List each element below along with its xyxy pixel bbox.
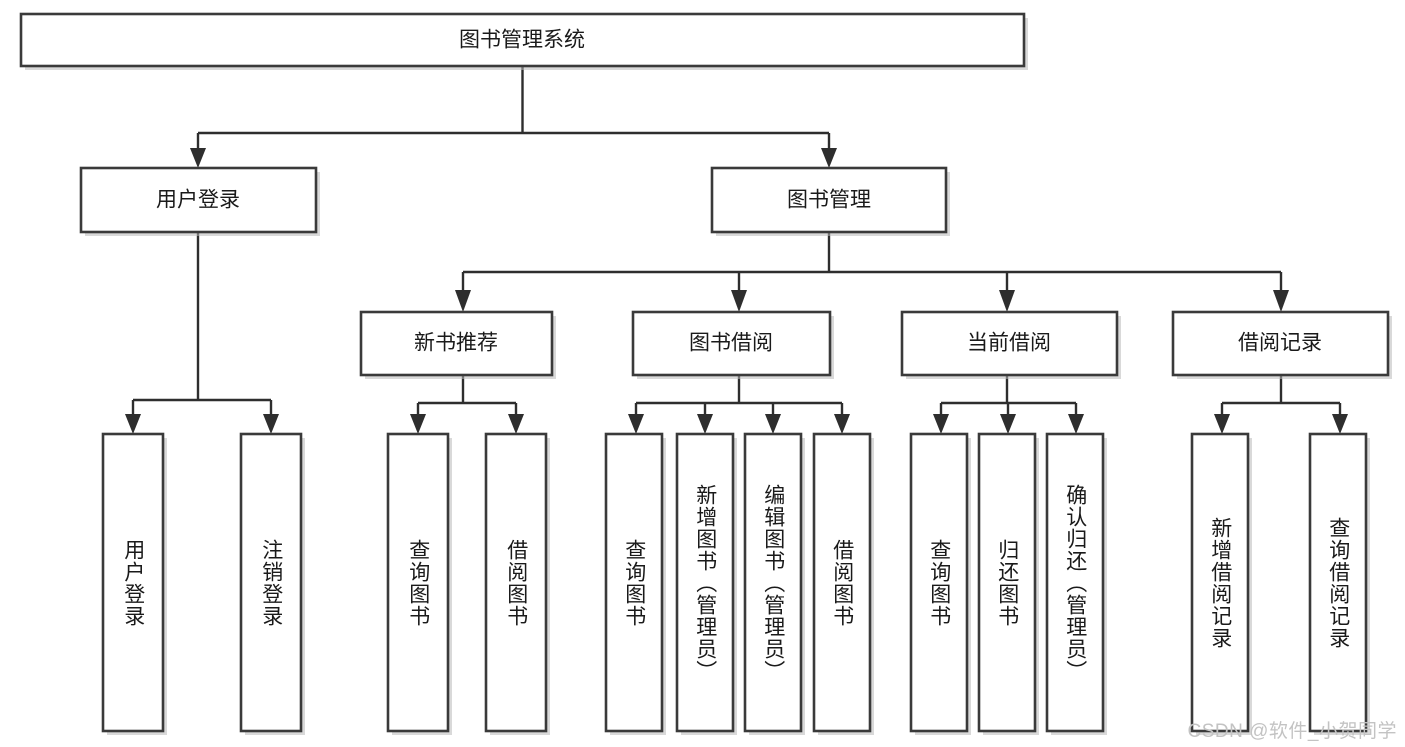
node-borrow-record-label: 借阅记录 bbox=[1238, 332, 1322, 355]
node-leaf-borrow-record-2-box[interactable] bbox=[1308, 432, 1368, 733]
arrow-to-new-book bbox=[455, 290, 471, 312]
node-borrow-record-box[interactable] bbox=[1171, 310, 1390, 377]
node-current-borrow-box[interactable] bbox=[900, 310, 1119, 377]
arrow-borrow-record-leaf-1 bbox=[1214, 414, 1230, 434]
node-leaf-new-book-1[interactable] bbox=[386, 432, 452, 735]
arrow-user-login-leaf-1 bbox=[125, 414, 141, 434]
arrow-current-borrow-leaf-3 bbox=[1068, 414, 1084, 434]
arrow-borrow-record-leaf-2 bbox=[1332, 414, 1348, 434]
node-leaf-book-borrow-3[interactable] bbox=[743, 432, 805, 735]
arrow-to-current-borrow bbox=[999, 290, 1015, 312]
node-root-box[interactable] bbox=[19, 12, 1026, 68]
node-leaf-user-login-2[interactable] bbox=[239, 432, 305, 735]
arrow-book-borrow-leaf-1 bbox=[628, 414, 644, 434]
node-book-manage[interactable]: 图书管理 bbox=[710, 166, 950, 236]
node-leaf-borrow-record-1-box[interactable] bbox=[1190, 432, 1250, 733]
node-current-borrow[interactable]: 当前借阅 bbox=[900, 310, 1121, 379]
arrow-root-to-user-login bbox=[190, 148, 206, 168]
arrow-current-borrow-leaf-2 bbox=[1000, 414, 1016, 434]
node-new-book-recommend-label: 新书推荐 bbox=[414, 332, 498, 355]
arrow-new-book-leaf-1 bbox=[410, 414, 426, 434]
arrow-book-borrow-leaf-2 bbox=[697, 414, 713, 434]
node-leaf-book-borrow-3-box[interactable] bbox=[743, 432, 803, 733]
node-book-borrow[interactable]: 图书借阅 bbox=[631, 310, 834, 379]
node-book-borrow-box[interactable] bbox=[631, 310, 832, 377]
node-leaf-book-borrow-1[interactable] bbox=[604, 432, 666, 735]
arrow-to-book-borrow bbox=[731, 290, 747, 312]
arrow-new-book-leaf-2 bbox=[508, 414, 524, 434]
node-leaf-current-borrow-2-box[interactable] bbox=[977, 432, 1037, 733]
node-borrow-record[interactable]: 借阅记录 bbox=[1171, 310, 1392, 379]
node-book-manage-box[interactable] bbox=[710, 166, 948, 234]
arrow-user-login-leaf-2 bbox=[263, 414, 279, 434]
node-new-book-recommend-box[interactable] bbox=[359, 310, 554, 377]
node-leaf-current-borrow-3[interactable] bbox=[1045, 432, 1107, 735]
node-leaf-borrow-record-2[interactable] bbox=[1308, 432, 1370, 735]
node-leaf-user-login-1-box[interactable] bbox=[101, 432, 165, 733]
node-leaf-current-borrow-1[interactable] bbox=[909, 432, 971, 735]
node-leaf-borrow-record-1[interactable] bbox=[1190, 432, 1252, 735]
connector-layer bbox=[125, 66, 1348, 434]
arrow-current-borrow-leaf-1 bbox=[933, 414, 949, 434]
node-current-borrow-label: 当前借阅 bbox=[967, 332, 1051, 355]
node-user-login[interactable]: 用户登录 bbox=[79, 166, 320, 236]
node-leaf-user-login-1[interactable] bbox=[101, 432, 167, 735]
node-leaf-book-borrow-4[interactable] bbox=[812, 432, 874, 735]
node-leaf-book-borrow-2-box[interactable] bbox=[675, 432, 735, 733]
node-leaf-current-borrow-2[interactable] bbox=[977, 432, 1039, 735]
node-leaf-book-borrow-4-box[interactable] bbox=[812, 432, 872, 733]
node-leaf-new-book-2-box[interactable] bbox=[484, 432, 548, 733]
node-leaf-new-book-2[interactable] bbox=[484, 432, 550, 735]
node-leaf-current-borrow-3-box[interactable] bbox=[1045, 432, 1105, 733]
node-user-login-label: 用户登录 bbox=[156, 189, 240, 212]
csdn-watermark: CSDN @软件_小贺同学 bbox=[1187, 721, 1397, 742]
arrow-book-borrow-leaf-4 bbox=[834, 414, 850, 434]
arrow-book-borrow-leaf-3 bbox=[765, 414, 781, 434]
node-root-label: 图书管理系统 bbox=[459, 29, 585, 52]
node-book-manage-label: 图书管理 bbox=[787, 189, 871, 212]
node-leaf-user-login-2-box[interactable] bbox=[239, 432, 303, 733]
node-book-borrow-label: 图书借阅 bbox=[689, 332, 773, 355]
node-new-book-recommend[interactable]: 新书推荐 bbox=[359, 310, 556, 379]
node-leaf-book-borrow-1-box[interactable] bbox=[604, 432, 664, 733]
node-user-login-box[interactable] bbox=[79, 166, 318, 234]
arrow-to-borrow-record bbox=[1273, 290, 1289, 312]
arrow-root-to-book-manage bbox=[821, 148, 837, 168]
node-leaf-new-book-1-box[interactable] bbox=[386, 432, 450, 733]
node-root[interactable]: 图书管理系统 bbox=[19, 12, 1028, 70]
node-leaf-book-borrow-2[interactable] bbox=[675, 432, 737, 735]
node-leaf-current-borrow-1-box[interactable] bbox=[909, 432, 969, 733]
